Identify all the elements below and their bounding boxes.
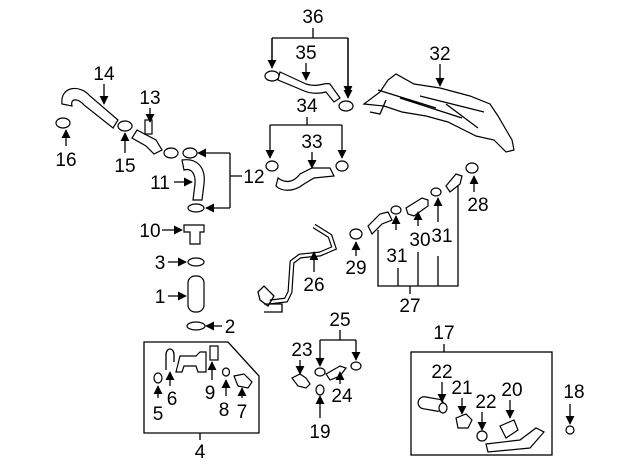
clamp-28 bbox=[465, 162, 479, 174]
crossmember-32-detail bbox=[369, 89, 485, 129]
callout-28: 28 bbox=[467, 195, 488, 216]
callout-13: 13 bbox=[139, 88, 160, 109]
clamp-34b bbox=[335, 160, 349, 172]
clamp-25a bbox=[314, 367, 326, 377]
hose-1 bbox=[187, 275, 205, 313]
sensor-7 bbox=[233, 373, 253, 389]
callout-23: 23 bbox=[291, 340, 312, 361]
callout-14: 14 bbox=[93, 64, 115, 85]
bracket-9 bbox=[209, 345, 219, 361]
clamp-29 bbox=[349, 228, 363, 240]
hose-35 bbox=[277, 71, 341, 103]
callout-10: 10 bbox=[139, 221, 160, 242]
clamp-12c bbox=[187, 203, 205, 213]
hose-27a bbox=[367, 211, 393, 236]
pipe-6 bbox=[165, 348, 175, 370]
leader-12 bbox=[229, 153, 242, 208]
callout-8: 8 bbox=[219, 400, 230, 421]
callout-22a: 22 bbox=[431, 362, 452, 383]
hose-33 bbox=[275, 167, 335, 191]
clamp-12a bbox=[163, 147, 179, 159]
clamp-12b bbox=[182, 147, 198, 159]
bolt-23 bbox=[291, 373, 311, 389]
callout-16: 16 bbox=[55, 150, 76, 171]
pipe-26-bracket bbox=[257, 285, 283, 313]
leader-34 bbox=[270, 117, 342, 126]
callout-19: 19 bbox=[309, 422, 330, 443]
callout-1: 1 bbox=[155, 287, 166, 308]
clamp-25b bbox=[350, 361, 362, 371]
hose-17 bbox=[485, 427, 545, 453]
clamp-34a bbox=[265, 160, 279, 172]
callout-30: 30 bbox=[409, 230, 430, 251]
callout-2: 2 bbox=[225, 317, 236, 338]
callout-17: 17 bbox=[433, 323, 454, 344]
fitting-30 bbox=[405, 197, 429, 217]
callout-5: 5 bbox=[153, 404, 164, 425]
clamp-18 bbox=[565, 425, 575, 435]
callout-12: 12 bbox=[243, 167, 264, 188]
hose-11 bbox=[181, 159, 205, 201]
hose-24 bbox=[325, 365, 347, 381]
gasket-5 bbox=[153, 372, 163, 384]
callout-21: 21 bbox=[451, 378, 472, 399]
callout-27: 27 bbox=[399, 296, 420, 317]
clamp-22a bbox=[438, 402, 448, 414]
callout-24: 24 bbox=[331, 386, 353, 407]
group-box-17 bbox=[410, 351, 553, 456]
callout-33: 33 bbox=[301, 132, 322, 153]
clamp-36b bbox=[338, 100, 354, 112]
hose-clamp-16 bbox=[55, 117, 71, 129]
pipe-26-inner bbox=[269, 224, 336, 304]
clamp-36a bbox=[264, 70, 280, 82]
callout-29: 29 bbox=[345, 258, 366, 279]
callout-4: 4 bbox=[195, 442, 206, 463]
clamp-19 bbox=[315, 384, 325, 396]
group-box-4 bbox=[143, 341, 260, 434]
clamp-3 bbox=[187, 257, 205, 267]
callout-18: 18 bbox=[563, 382, 584, 403]
callout-35: 35 bbox=[295, 43, 316, 64]
callout-31b: 31 bbox=[431, 226, 452, 247]
hose-27b bbox=[445, 173, 463, 193]
callout-9: 9 bbox=[205, 383, 216, 404]
callout-36: 36 bbox=[302, 7, 323, 28]
callout-6: 6 bbox=[167, 389, 178, 410]
hose-clamp-15 bbox=[117, 120, 133, 132]
callout-34: 34 bbox=[296, 96, 318, 117]
callout-32: 32 bbox=[429, 44, 450, 65]
sensor-20 bbox=[499, 419, 519, 439]
clamp-31b bbox=[430, 187, 442, 197]
callout-25: 25 bbox=[329, 310, 350, 331]
callout-7: 7 bbox=[237, 402, 248, 423]
callout-11: 11 bbox=[150, 173, 170, 194]
callout-15: 15 bbox=[114, 156, 135, 177]
oring-8 bbox=[221, 367, 231, 377]
valve-21 bbox=[455, 413, 473, 429]
leader-27 bbox=[377, 186, 459, 294]
callout-3: 3 bbox=[155, 253, 166, 274]
leader-25 bbox=[320, 330, 356, 341]
housing-4 bbox=[175, 351, 207, 373]
callout-26: 26 bbox=[303, 275, 324, 296]
connector-13-stem bbox=[144, 119, 153, 135]
upper-hose-14 bbox=[61, 87, 119, 129]
callout-22b: 22 bbox=[475, 392, 496, 413]
leader-36 bbox=[271, 28, 348, 94]
fitting-10 bbox=[183, 224, 205, 245]
clamp-2 bbox=[186, 321, 206, 331]
callout-31a: 31 bbox=[386, 246, 407, 267]
clamp-31a bbox=[390, 205, 402, 215]
crossmember-32 bbox=[362, 73, 515, 153]
callout-20: 20 bbox=[501, 380, 522, 401]
clamp-22b bbox=[476, 430, 488, 442]
connector-13 bbox=[131, 129, 163, 155]
